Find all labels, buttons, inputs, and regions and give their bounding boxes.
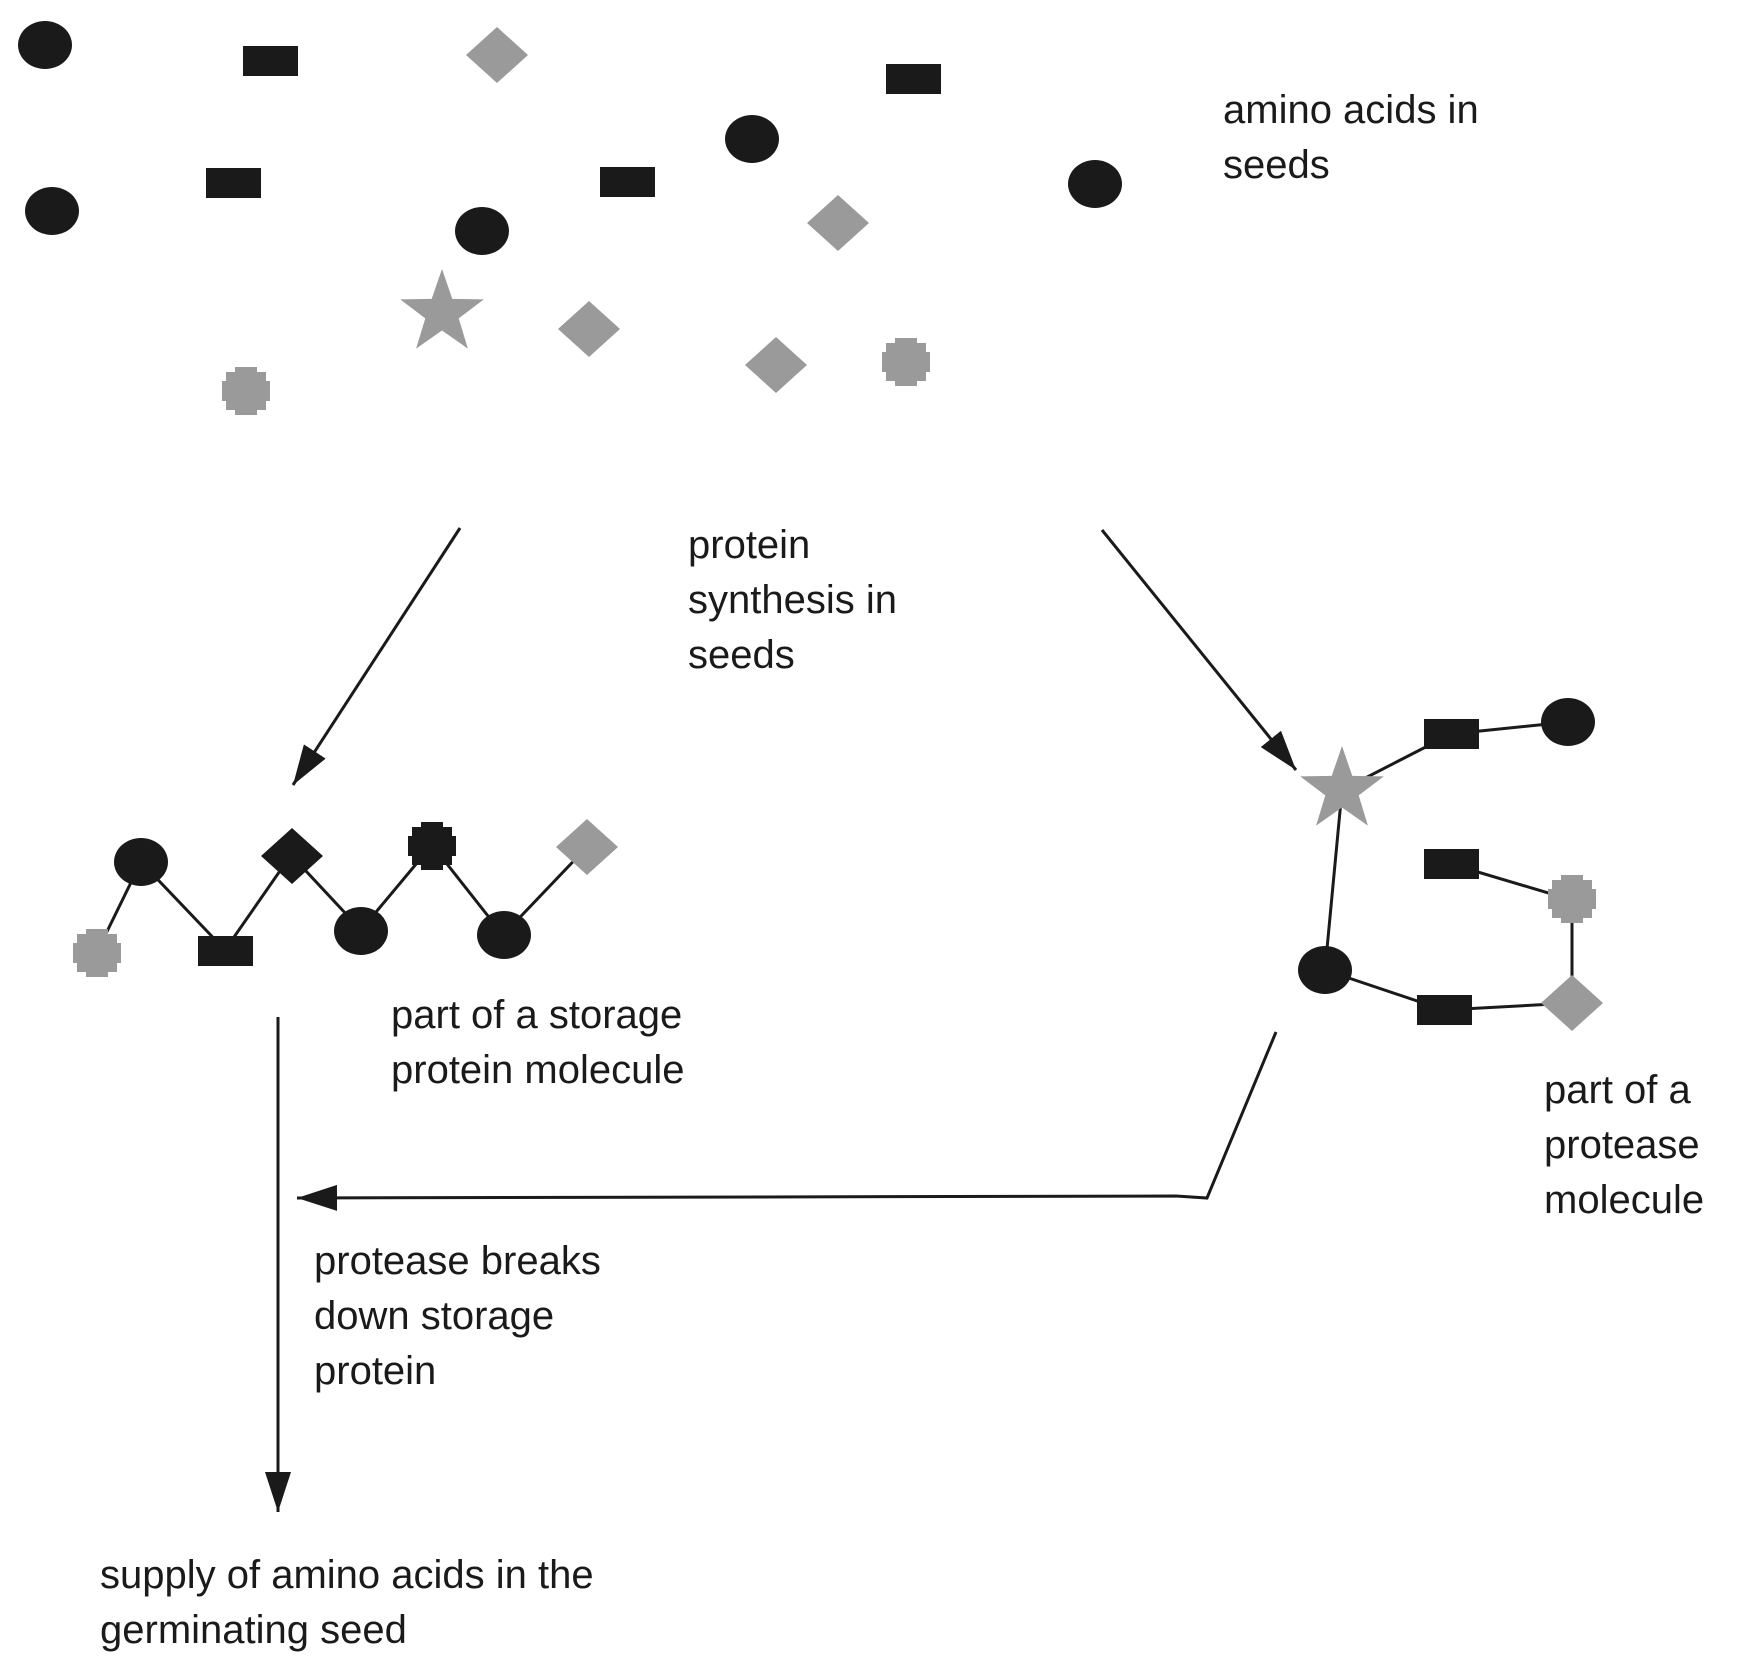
amino-acid-rectangle-icon: [1424, 849, 1479, 879]
amino-acid-cross-icon: [882, 338, 930, 386]
amino-acid-rectangle-icon: [206, 168, 261, 198]
amino-acid-circle-icon: [334, 907, 388, 955]
label-amino-acids-in-seeds: amino acids in seeds: [1223, 88, 1479, 187]
amino-acid-diamond-icon: [807, 195, 869, 251]
amino-acid-circle-icon: [455, 207, 509, 255]
amino-acid-circle-icon: [25, 187, 79, 235]
amino-acid-circle-icon: [114, 838, 168, 886]
protease-chain: [1298, 698, 1603, 1031]
amino-acid-rectangle-icon: [243, 46, 298, 76]
amino-acid-rectangle-icon: [1417, 995, 1472, 1025]
amino-acid-rectangle-icon: [198, 936, 253, 966]
amino-acid-diamond-icon: [261, 828, 323, 884]
arrow-protease-acts-on-storage: [296, 1031, 1278, 1211]
amino-acid-cross-icon: [1548, 875, 1596, 923]
amino-acid-star-icon: [1300, 746, 1384, 826]
amino-acid-circle-icon: [1298, 946, 1352, 994]
amino-acid-star-icon: [400, 269, 484, 349]
amino-acid-diamond-icon: [556, 819, 618, 875]
storage-protein-chain: [73, 819, 618, 977]
label-protein-synthesis: protein synthesis in seeds: [688, 523, 897, 677]
label-protease-breaks-down: protease breaks down storage protein: [314, 1239, 601, 1393]
amino-acid-circle-icon: [1541, 698, 1595, 746]
amino-acid-cross-icon: [73, 929, 121, 977]
protease-bonds-lower: [1323, 789, 1574, 1012]
amino-acid-circle-icon: [477, 911, 531, 959]
amino-acid-diamond-icon: [1541, 975, 1603, 1031]
amino-acid-circle-icon: [1068, 160, 1122, 208]
amino-acid-diamond-icon: [466, 27, 528, 83]
arrow-to-storage-protein: [291, 527, 462, 786]
amino-acid-cross-icon: [408, 822, 456, 870]
process-arrows: [265, 527, 1298, 1512]
amino-acid-diamond-icon: [745, 337, 807, 393]
amino-acid-diamond-icon: [558, 301, 620, 357]
label-protease-molecule: part of a protease molecule: [1544, 1068, 1705, 1222]
amino-acid-circle-icon: [18, 21, 72, 69]
amino-acid-circle-icon: [725, 115, 779, 163]
free-amino-acids: [18, 21, 1122, 415]
amino-acid-rectangle-icon: [886, 64, 941, 94]
label-storage-protein: part of a storage protein molecule: [391, 993, 685, 1092]
amino-acid-rectangle-icon: [600, 167, 655, 197]
arrow-to-protease: [1100, 529, 1298, 771]
label-supply-of-amino-acids: supply of amino acids in the germinating…: [100, 1553, 594, 1652]
amino-acid-cross-icon: [222, 367, 270, 415]
amino-acid-rectangle-icon: [1424, 719, 1479, 749]
